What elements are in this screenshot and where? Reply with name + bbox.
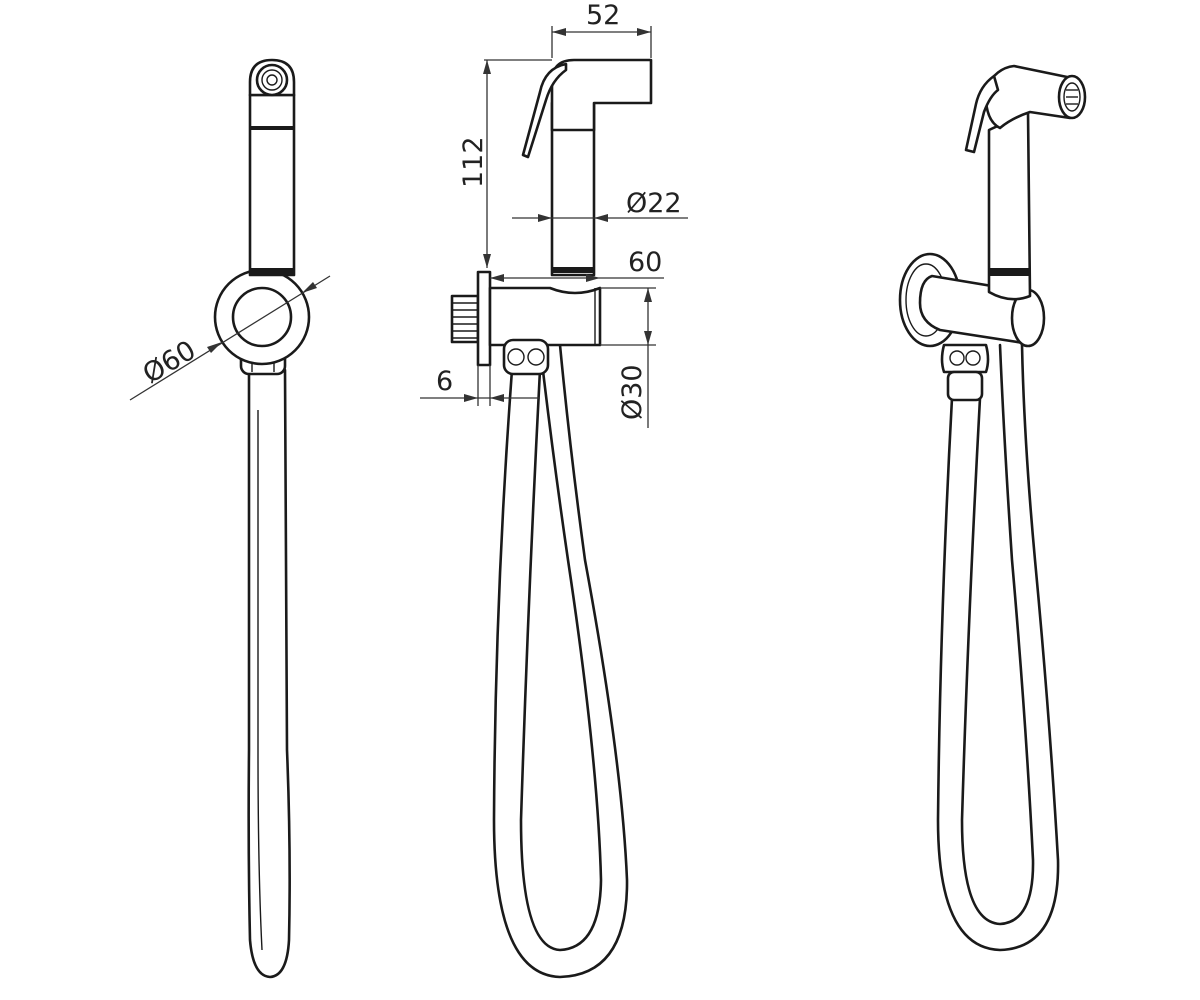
side-view-trigger: [521, 62, 568, 159]
total-height-label: 112: [458, 136, 489, 188]
iso-view-handle: [987, 110, 1032, 301]
side-view-holder: [488, 286, 602, 347]
front-view-holder: [231, 286, 293, 348]
iso-view-hose-nut: [940, 343, 990, 374]
iso-view-hose: [936, 343, 1060, 952]
hose-diameter-label: Ø22: [626, 188, 682, 219]
flange-thickness-label: 6: [436, 366, 453, 397]
side-view-flange: [476, 270, 492, 367]
side-view-hose: [492, 343, 629, 979]
side-view: 52 112 Ø22 60 Ø30 6: [420, 0, 688, 979]
body-width-label: 52: [586, 0, 620, 31]
flange-diameter-label: Ø60: [138, 335, 202, 390]
front-view-hose: [247, 368, 291, 979]
holder-depth-label: 60: [628, 247, 662, 278]
side-view-hose-nut: [502, 338, 550, 376]
iso-view-head: [984, 64, 1074, 130]
front-view-handle: [248, 93, 296, 277]
iso-view-trigger: [964, 74, 1000, 154]
holder-diameter-label: Ø30: [617, 364, 648, 420]
iso-view: [898, 64, 1087, 952]
side-view-handle: [550, 101, 596, 277]
front-view: Ø60: [129, 58, 331, 979]
